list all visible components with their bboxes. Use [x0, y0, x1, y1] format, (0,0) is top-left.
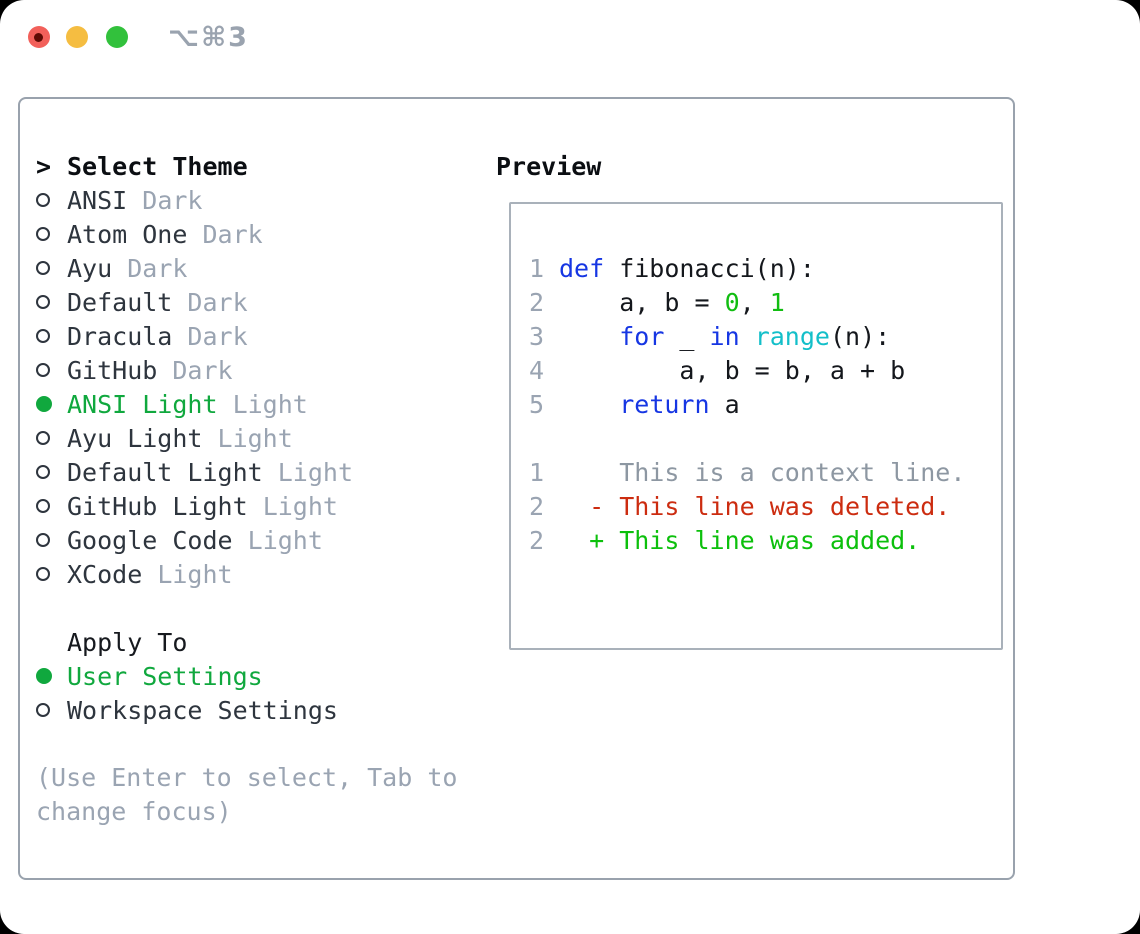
prompt-caret-icon: > [36, 151, 52, 181]
code-line: 2 a, b = 0, 1 [529, 287, 785, 317]
apply-to-option-workspace-settings[interactable]: Workspace Settings [36, 693, 482, 727]
line-number: 2 [529, 287, 545, 317]
radio-unselected-icon [36, 227, 50, 241]
line-number: 3 [529, 321, 545, 351]
line-number: 1 [529, 253, 545, 283]
theme-option-ayu-dark[interactable]: Ayu Dark [36, 251, 482, 285]
line-number: 5 [529, 389, 545, 419]
theme-list: > Select Theme ANSI Dark Atom One Dark A… [36, 149, 482, 829]
radio-unselected-icon [36, 703, 50, 717]
radio-unselected-icon [36, 329, 50, 343]
theme-option-ayu-light[interactable]: Ayu Light Light [36, 421, 482, 455]
theme-list-title: Select Theme [67, 151, 248, 181]
line-number: 2 [529, 525, 545, 555]
code-line: 4 a, b = b, a + b [529, 355, 906, 385]
radio-unselected-icon [36, 363, 50, 377]
zoom-window-button[interactable] [106, 26, 128, 48]
theme-option-default-dark[interactable]: Default Dark [36, 285, 482, 319]
line-number: 4 [529, 355, 545, 385]
radio-unselected-icon [36, 193, 50, 207]
theme-option-ansi-dark[interactable]: ANSI Dark [36, 183, 482, 217]
radio-selected-icon [36, 396, 52, 412]
apply-to-title-row: Apply To [36, 625, 482, 659]
theme-option-ansi-light[interactable]: ANSI Light Light [36, 387, 482, 421]
code-line: 5 return a [529, 389, 740, 419]
apply-to-option-user-settings[interactable]: User Settings [36, 659, 482, 693]
radio-unselected-icon [36, 465, 50, 479]
line-number: 2 [529, 491, 545, 521]
theme-list-title-row: > Select Theme [36, 149, 482, 183]
theme-option-dracula-dark[interactable]: Dracula Dark [36, 319, 482, 353]
theme-option-google-code-light[interactable]: Google Code Light [36, 523, 482, 557]
theme-option-xcode-light[interactable]: XCode Light [36, 557, 482, 591]
diff-added-line: 2 + This line was added. [529, 525, 921, 555]
radio-unselected-icon [36, 261, 50, 275]
window-titlebar: ⌥⌘3 [0, 0, 1140, 75]
close-window-button[interactable] [28, 26, 50, 48]
radio-unselected-icon [36, 533, 50, 547]
keyboard-hint: (Use Enter to select, Tab to change focu… [36, 763, 458, 826]
diff-context-line: 1 This is a context line. [529, 457, 966, 487]
keyboard-shortcut-label: ⌥⌘3 [168, 22, 249, 53]
theme-option-github-light[interactable]: GitHub Light Light [36, 489, 482, 523]
radio-unselected-icon [36, 499, 50, 513]
theme-option-github-dark[interactable]: GitHub Dark [36, 353, 482, 387]
code-line: 3 for _ in range(n): [529, 321, 891, 351]
radio-selected-icon [36, 668, 52, 684]
line-number: 1 [529, 457, 545, 487]
apply-to-title: Apply To [67, 627, 188, 657]
radio-unselected-icon [36, 295, 50, 309]
radio-unselected-icon [36, 431, 50, 445]
diff-deleted-line: 2 - This line was deleted. [529, 491, 951, 521]
radio-unselected-icon [36, 567, 50, 581]
preview-title: Preview [496, 151, 602, 181]
minimize-window-button[interactable] [66, 26, 88, 48]
theme-picker-panel: > Select Theme ANSI Dark Atom One Dark A… [18, 97, 1015, 880]
theme-option-default-light[interactable]: Default Light Light [36, 455, 482, 489]
theme-option-atom-one-dark[interactable]: Atom One Dark [36, 217, 482, 251]
blank-line [529, 421, 1001, 455]
